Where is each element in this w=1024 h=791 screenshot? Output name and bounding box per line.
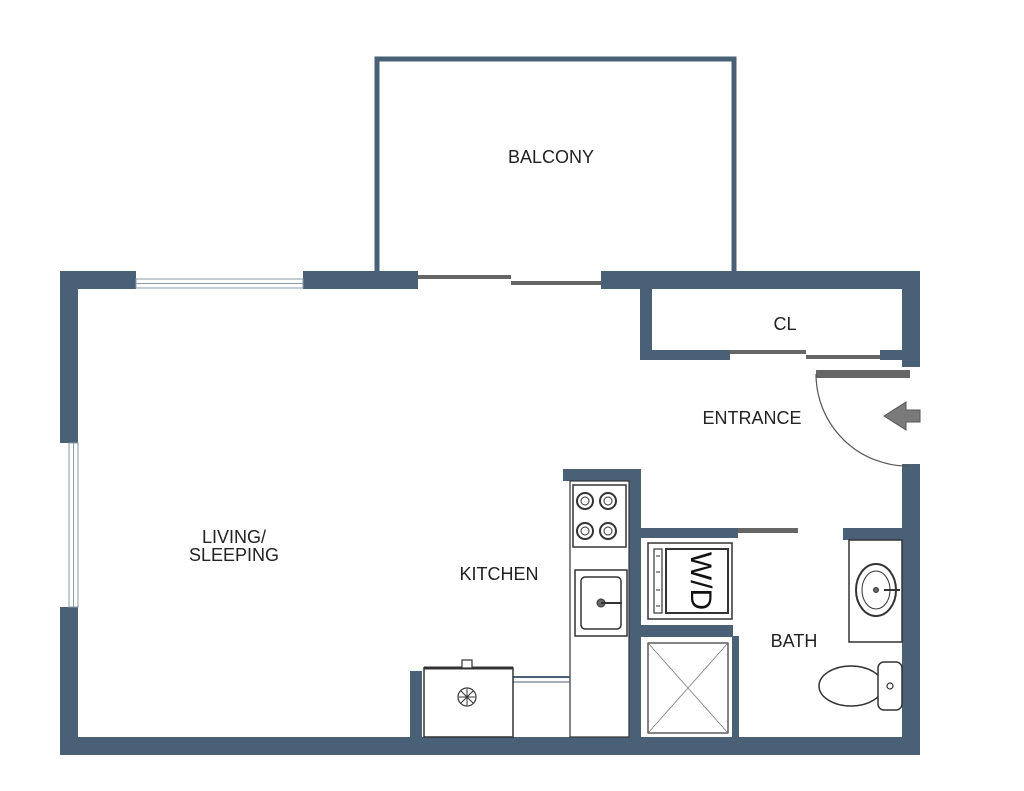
room-label-balcony: BALCONY xyxy=(508,147,594,167)
room-label-kitchen: KITCHEN xyxy=(459,564,538,584)
arrow-left-icon xyxy=(883,401,921,431)
room-label-entrance: ENTRANCE xyxy=(702,408,801,428)
refrigerator-icon xyxy=(423,659,514,738)
washer-dryer-icon: W/D xyxy=(647,542,733,620)
stove-icon xyxy=(572,484,627,548)
balcony-sliding-door xyxy=(418,275,601,285)
toilet-icon xyxy=(818,661,903,711)
entrance-door xyxy=(815,370,911,467)
room-label-bath: BATH xyxy=(771,631,818,651)
window-top xyxy=(135,278,304,289)
balcony xyxy=(374,56,737,272)
window-left xyxy=(68,442,79,608)
bath-walls xyxy=(641,528,903,738)
bath-sink-icon xyxy=(848,539,903,643)
exterior-walls xyxy=(60,271,920,755)
room-label-living: LIVING/ xyxy=(202,527,266,547)
room-label-sleeping: SLEEPING xyxy=(189,545,279,565)
kitchen-sink-icon xyxy=(574,569,628,637)
kitchen-walls xyxy=(410,469,641,739)
room-label-closet: CL xyxy=(773,314,796,334)
washer-dryer-label: W/D xyxy=(684,552,717,610)
closet xyxy=(640,289,904,360)
shower-icon xyxy=(647,642,729,734)
